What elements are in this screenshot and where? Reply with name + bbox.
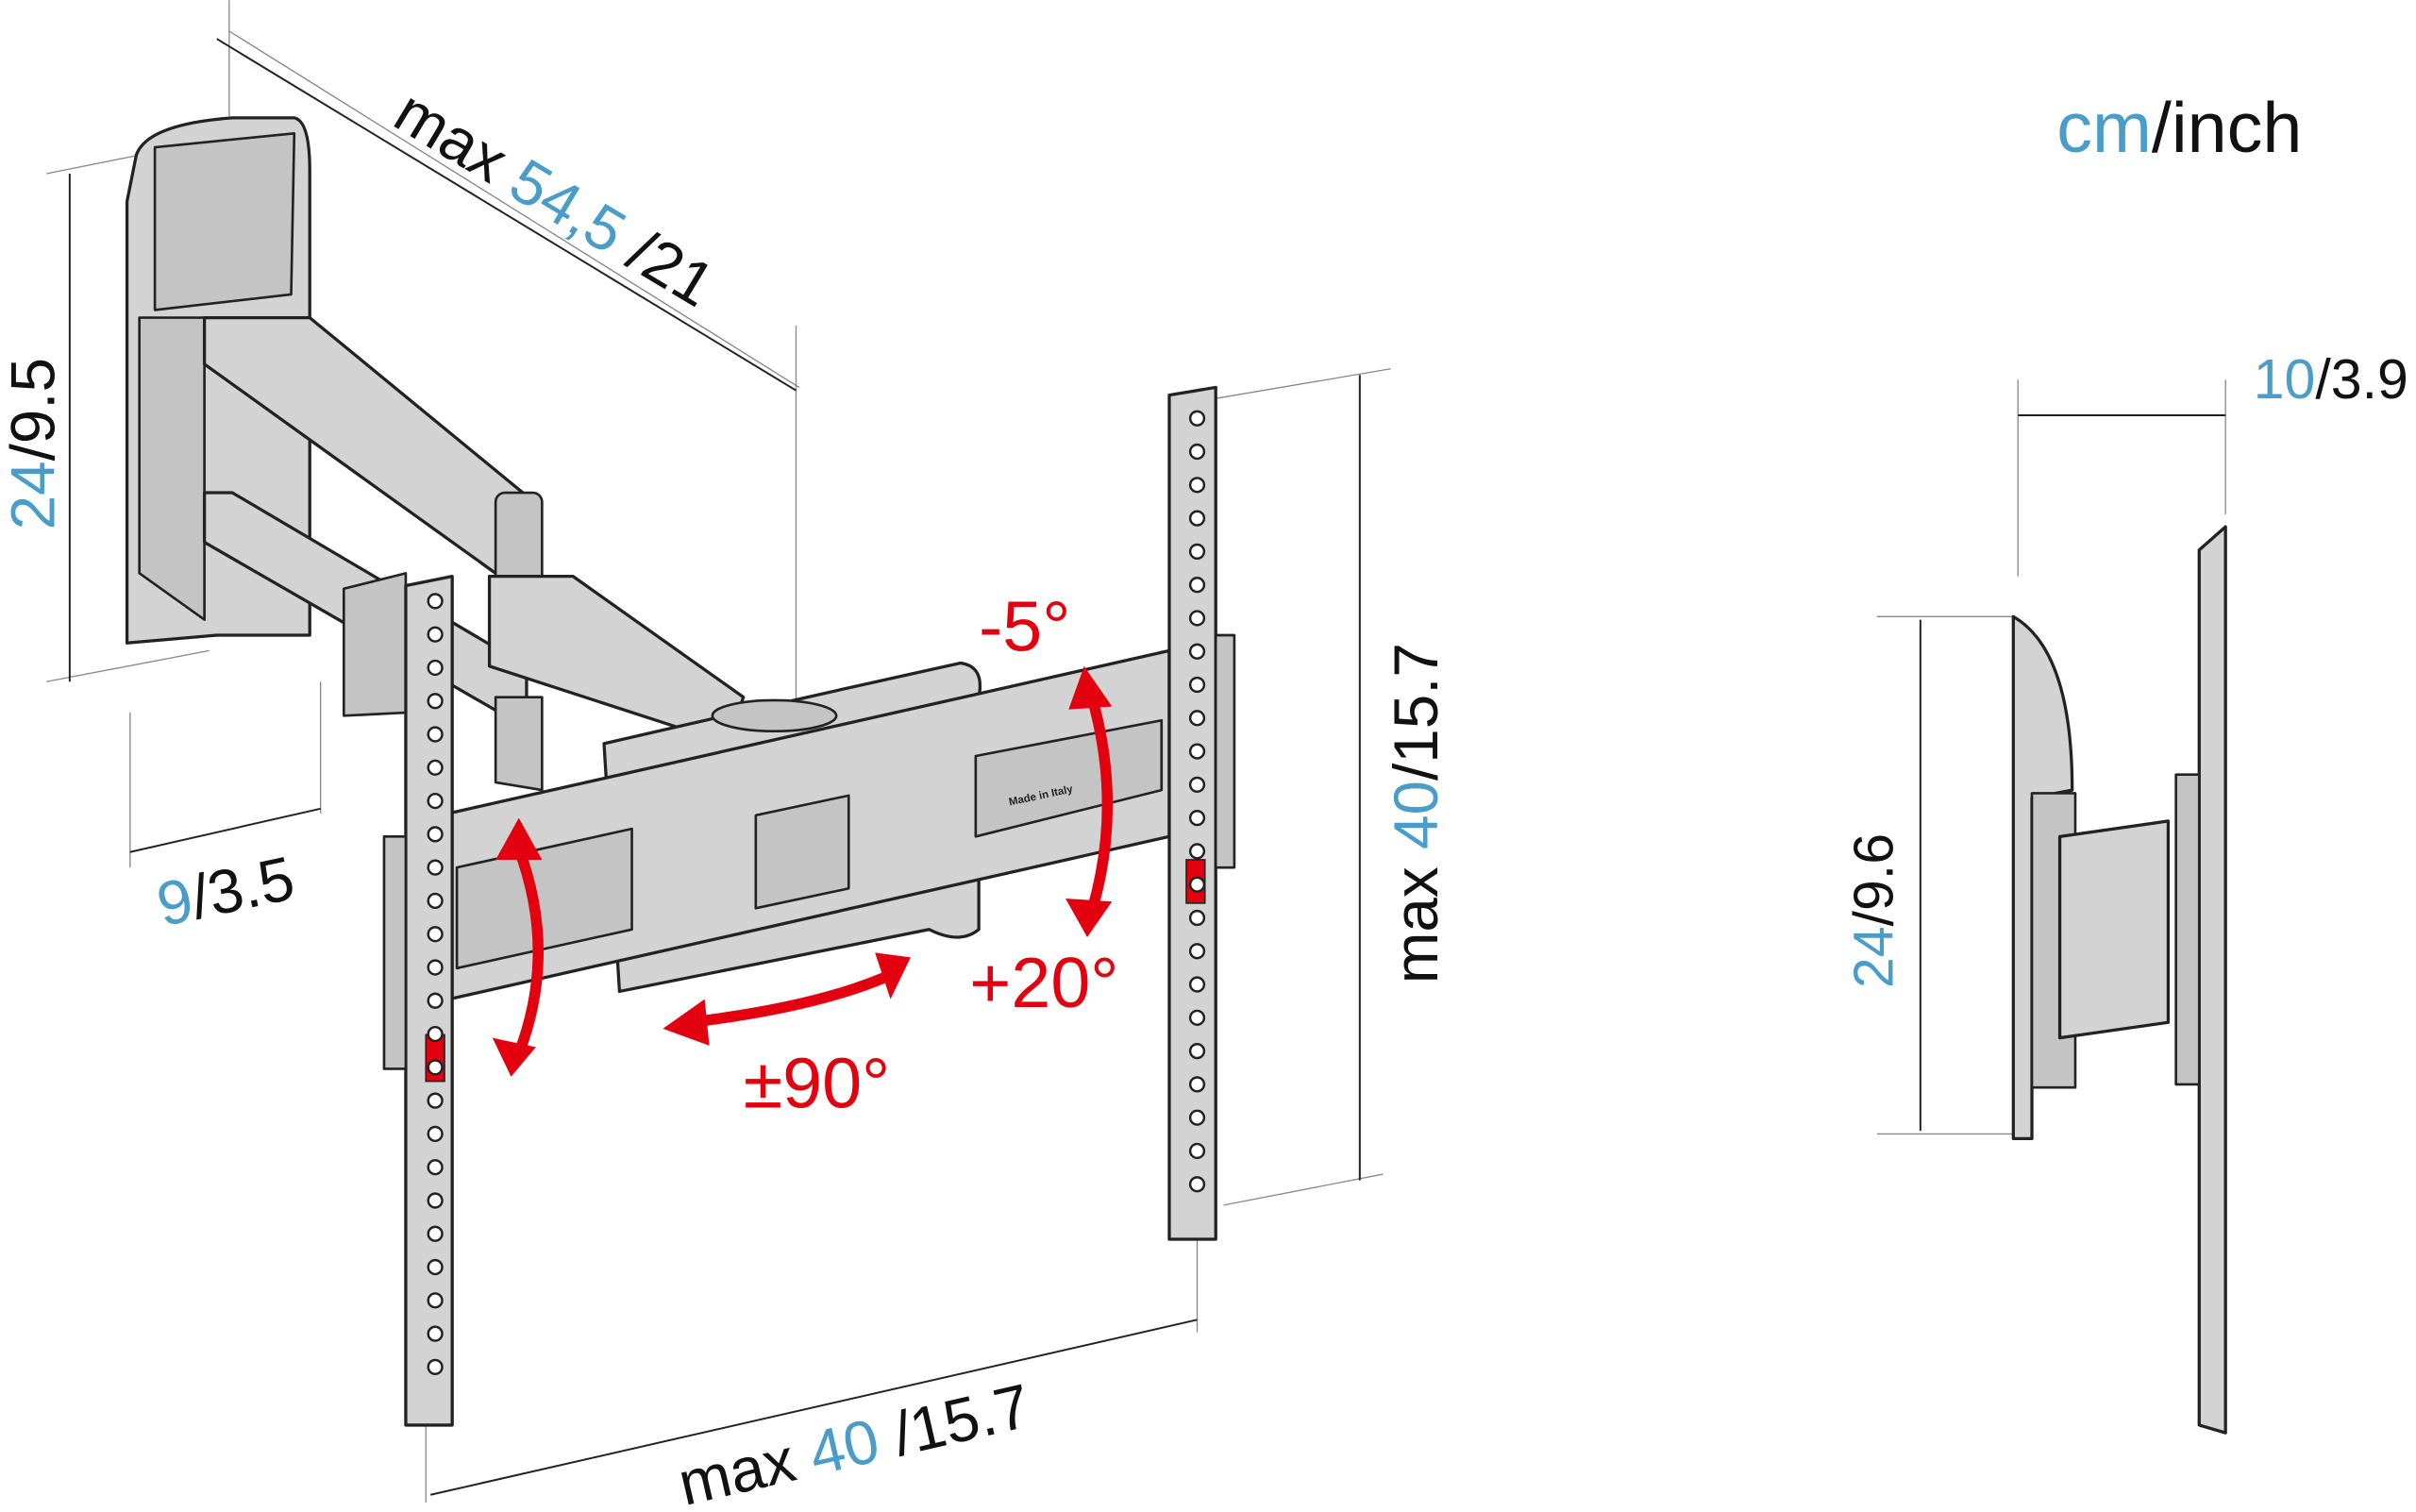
units-legend: cm/inch: [2056, 88, 2302, 167]
rail-hole: [1188, 543, 1206, 560]
rail-hole: [1188, 810, 1206, 827]
rail-hole: [1188, 477, 1206, 494]
rail-hole: [1188, 510, 1206, 527]
dimension-lines: [46, 0, 2226, 1503]
articulating-arm: [202, 315, 746, 792]
side-height-label: 24/9.6: [1842, 833, 1904, 988]
wall-plate-height-label: 24/9.5: [0, 358, 67, 529]
tilt-up-label: -5°: [979, 586, 1070, 665]
rail-hole: [427, 593, 444, 610]
rail-hole: [427, 959, 444, 976]
rail-hole: [427, 1125, 444, 1143]
arm-extension-label: max 54,5 /21: [383, 76, 726, 320]
rail-hole: [427, 1092, 444, 1109]
rail-hole: [1188, 610, 1206, 627]
rail-hole: [1188, 1176, 1206, 1193]
unit-cm: cm: [2056, 88, 2152, 167]
vesa-holes: [427, 410, 1206, 1375]
rail-hole: [427, 626, 444, 643]
rail-hole: [1188, 876, 1206, 893]
rail-hole: [1188, 909, 1206, 927]
rail-hole: [1188, 976, 1206, 993]
side-depth-label: 10/3.9: [2254, 348, 2408, 411]
rail-hole: [1188, 1109, 1206, 1126]
rail-hole: [427, 659, 444, 677]
rail-hole: [427, 826, 444, 843]
wall-plate-depth-label: 9/3.5: [151, 843, 300, 939]
rail-hole: [1188, 743, 1206, 760]
rail-hole: [427, 1358, 444, 1375]
rail-hole: [1188, 643, 1206, 660]
rail-hole: [1188, 410, 1206, 427]
horizontal-bracket: Made in Italy: [447, 648, 1171, 1001]
rail-hole: [427, 859, 444, 876]
rail-hole: [427, 726, 444, 743]
rail-hole: [427, 693, 444, 710]
side-view: [2011, 525, 2227, 1435]
rail-hole: [427, 1192, 444, 1209]
rail-hole: [1188, 776, 1206, 793]
swivel-label: ±90°: [744, 1044, 891, 1123]
rail-hole: [1188, 1043, 1206, 1060]
rail-hole: [427, 1225, 444, 1242]
rail-hole: [1188, 1142, 1206, 1160]
rail-hole: [1188, 577, 1206, 594]
rail-hole: [427, 892, 444, 910]
rail-hole: [1188, 710, 1206, 727]
rail-hole: [1188, 1009, 1206, 1026]
rail-hole: [427, 759, 444, 776]
tilt-down-label: +20°: [969, 943, 1118, 1022]
rail-hole: [427, 1292, 444, 1309]
rail-hole: [1188, 676, 1206, 694]
unit-inch: /inch: [2152, 88, 2302, 167]
rail-hole: [1188, 443, 1206, 461]
rail-hole: [427, 926, 444, 943]
rail-hole: [427, 1059, 444, 1076]
rail-hole: [427, 792, 444, 810]
vesa-horizontal-label: max 40 /15.7: [672, 1370, 1036, 1512]
rotation-arrows: [492, 665, 1114, 1077]
rail-hole: [427, 1159, 444, 1176]
rail-hole: [427, 992, 444, 1009]
rail-hole: [427, 1325, 444, 1342]
rail-hole: [1188, 943, 1206, 960]
vesa-vertical-label: max 40/15.7: [1382, 643, 1451, 983]
rail-hole: [1188, 1076, 1206, 1093]
rail-hole: [427, 1258, 444, 1276]
rail-hole: [427, 1025, 444, 1043]
rail-hole: [1188, 843, 1206, 860]
